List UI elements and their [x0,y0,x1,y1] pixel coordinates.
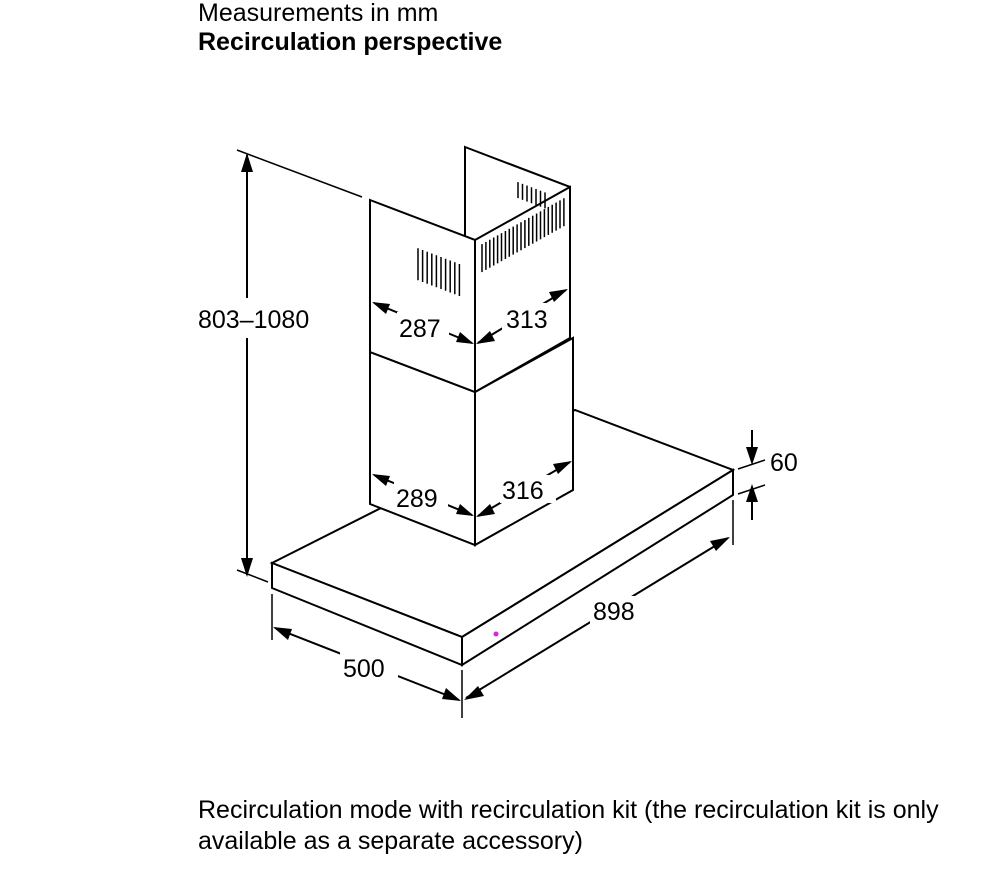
lower-chimney-dimensions [372,461,572,517]
thickness-dimension [737,430,766,520]
upper-chimney-dimensions [372,289,568,344]
vent-slots [417,182,565,296]
dim-lower-chimney-depth: 289 [396,485,438,513]
upper-chimney [369,145,571,394]
height-dimension [196,149,363,583]
dim-canopy-width: 898 [593,598,635,626]
width-dimension [461,500,734,718]
caption-recirculation-note: Recirculation mode with recirculation ki… [198,796,939,855]
header-measurements: Measurements in mm [198,0,439,27]
dim-upper-chimney-width: 313 [506,306,548,334]
depth-dimension [271,594,461,701]
indicator-light [493,631,499,637]
dim-canopy-depth: 500 [343,655,385,683]
upper-chimney-right-face [474,185,571,394]
dim-total-height: 803–1080 [198,306,309,334]
dim-canopy-thickness: 60 [770,449,798,477]
dim-lower-chimney-width: 316 [502,477,544,505]
dim-upper-chimney-depth: 287 [399,315,441,343]
canopy-side-face [461,468,734,667]
header-title: Recirculation perspective [198,28,503,56]
